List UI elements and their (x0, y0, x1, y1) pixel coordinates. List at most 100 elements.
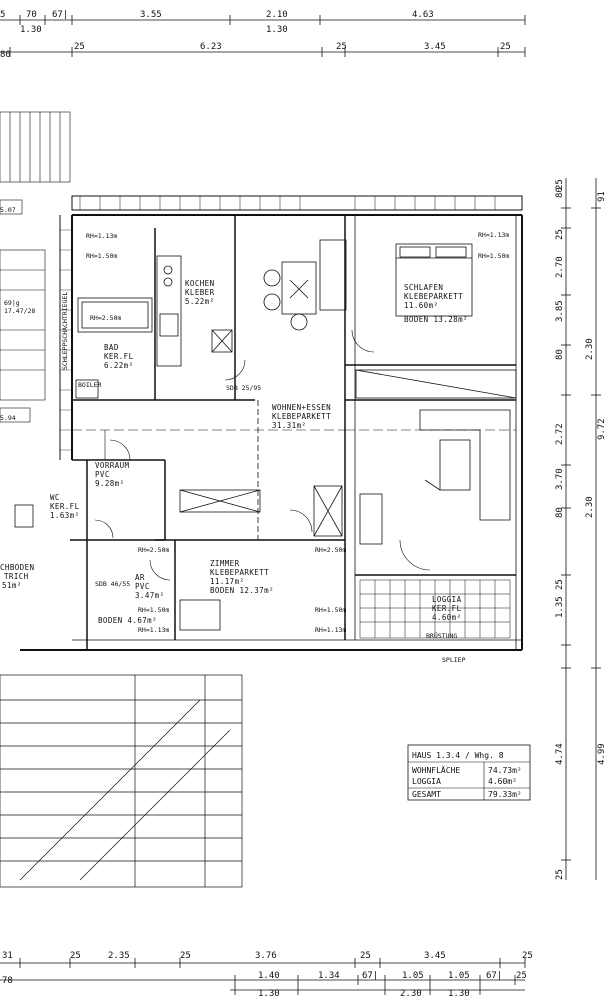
legend-row1-label: WOHNFLÄCHE (412, 765, 460, 775)
furniture (14, 239, 517, 639)
dim-right-1: 80 (555, 187, 565, 198)
dim-right-9: 1.35 (555, 596, 565, 618)
dim-top2-1: 80 (0, 50, 11, 60)
legend-row2-label: LOGGIA (412, 777, 441, 786)
rh-label-4: RH=1.13m (478, 231, 509, 239)
dim-right2-4: 2.30 (585, 496, 595, 518)
dim-bot2-1: 78 (2, 976, 13, 986)
dim-bot2-2: 1.40 (258, 971, 280, 981)
dim-top-3: 67| (52, 10, 68, 20)
storage-boden: BODEN 4.67m² (98, 616, 157, 625)
hall-name: VORRAUM (95, 461, 129, 470)
rh-label-3: RH=2.50m (90, 314, 121, 322)
kitchen-floor: KLEBER (185, 288, 215, 297)
rh-label-8: RH=1.50m (138, 606, 169, 614)
loggia-floor: KER.FL (432, 604, 462, 613)
attic-line1: CHBODEN (0, 563, 34, 572)
dim-top-6: 4.63 (412, 10, 434, 20)
interior-walls (70, 215, 516, 650)
loggia-name: LOGGIA (432, 595, 462, 604)
attic-line2: TRICH (4, 572, 29, 581)
double-bed (395, 243, 473, 317)
dim-bot2-4: 67| (362, 971, 378, 981)
rh-label-9: RH=1.50m (315, 606, 346, 614)
living-floor: KLEBEPARKETT (272, 412, 331, 421)
dim-bot-4: 25 (180, 951, 191, 961)
dim-right-8: 80 (555, 507, 565, 518)
bath-area: 6.22m² (104, 361, 134, 370)
kitchen-area: 5.22m² (185, 297, 215, 306)
stair-num-1: 5.07 (0, 206, 16, 214)
dim-bot-7: 3.45 (424, 951, 446, 961)
dim-right-5: 80 (555, 349, 565, 360)
boiler (75, 379, 99, 399)
wc-floor: KER.FL (50, 502, 80, 511)
stair-text-2: 17.47/28 (4, 307, 35, 315)
dim-top-1b-a: 1.30 (20, 25, 42, 35)
storage-name: AR (135, 573, 145, 582)
room-boden: BODEN 12.37m² (210, 586, 274, 595)
dim-bot-1: 31 (2, 951, 13, 961)
stair-num-2: 5.94 (0, 414, 16, 422)
rh-label-5: RH=1.50m (478, 252, 509, 260)
dim-top2-4: 25 (336, 42, 347, 52)
rh-label-6: RH=2.50m (315, 546, 346, 554)
outer-walls (20, 195, 523, 651)
bedroom-name: SCHLAFEN (404, 283, 443, 292)
sofa (419, 409, 511, 521)
schlitz-label: SCHLEPPSCHACHTRIEGEL (61, 292, 69, 370)
dim-right-4: 3.85 (555, 300, 565, 322)
rh-label-2: RH=1.50m (86, 252, 117, 260)
dim-bot2-3: 1.34 (318, 971, 340, 981)
dim-right2-1: 91 (597, 191, 607, 202)
wc-area: 1.63m² (50, 511, 80, 520)
loggia-tiles (359, 579, 511, 639)
kitchen-name: KOCHEN (185, 279, 215, 288)
storage-area: 3.47m² (135, 591, 165, 600)
dim-right-3: 2.70 (555, 256, 565, 278)
dim-bot-5: 3.76 (255, 951, 277, 961)
dim-bot-2: 25 (70, 951, 81, 961)
dim-bot2-8: 25 (516, 971, 527, 981)
door-swings (94, 329, 431, 581)
dim-top2-6: 25 (500, 42, 511, 52)
washing-machine (211, 329, 233, 353)
area-legend: HAUS 1.3.4 / Whg. 8 WOHNFLÄCHE 74.73m² L… (407, 744, 531, 801)
bruestung-label: BRÜSTUNG (426, 631, 457, 640)
dim-top2-5: 3.45 (424, 42, 446, 52)
dim-top-4: 3.55 (140, 10, 162, 20)
hall-area: 9.28m² (95, 479, 125, 488)
dim-right-2: 25 (555, 229, 565, 240)
dim-right-6: 2.72 (555, 423, 565, 445)
dim-top2-2: 25 (74, 42, 85, 52)
staircase (0, 111, 71, 423)
legend-title: HAUS 1.3.4 / Whg. 8 (412, 751, 504, 760)
bedroom-boden: BODEN 13.28m² (404, 315, 468, 324)
dim-right-10: 25 (555, 579, 565, 590)
room-area: 11.17m² (210, 577, 244, 586)
dim-top-2: 70 (26, 10, 37, 20)
rh-label-7: RH=2.50m (138, 546, 169, 554)
dim-right2-3: 9.72 (597, 418, 607, 440)
bottom-dimension-lines: 31 25 2.35 25 3.76 25 3.45 25 78 1.40 1.… (0, 951, 533, 999)
splieb-label: SPLIEP (442, 656, 466, 664)
desk (313, 485, 343, 537)
room-labels: KOCHEN KLEBER 5.22m² BAD KER.FL 6.22m² S… (0, 279, 468, 625)
stair-text-1: 69|g (4, 299, 20, 307)
bedroom-floor: KLEBEPARKETT (404, 292, 463, 301)
legend-row3-value: 79.33m² (488, 790, 522, 799)
kitchen-counter (156, 255, 182, 367)
dim-bot3-3: 1.30 (448, 989, 470, 999)
living-name: WOHNEN+ESSEN (272, 403, 331, 412)
boiler-label: BOILER (78, 381, 102, 389)
wardrobe (355, 369, 517, 399)
dim-top-1: 5 (0, 10, 5, 20)
toilet (14, 504, 34, 528)
room-floor: KLEBEPARKETT (210, 568, 269, 577)
dim-bot3-2: 2.30 (400, 989, 422, 999)
dim-top-1b-b: 1.30 (266, 25, 288, 35)
dim-bot2-6: 1.05 (448, 971, 470, 981)
dim-bot-3: 2.35 (108, 951, 130, 961)
dim-right-7: 3.70 (555, 468, 565, 490)
